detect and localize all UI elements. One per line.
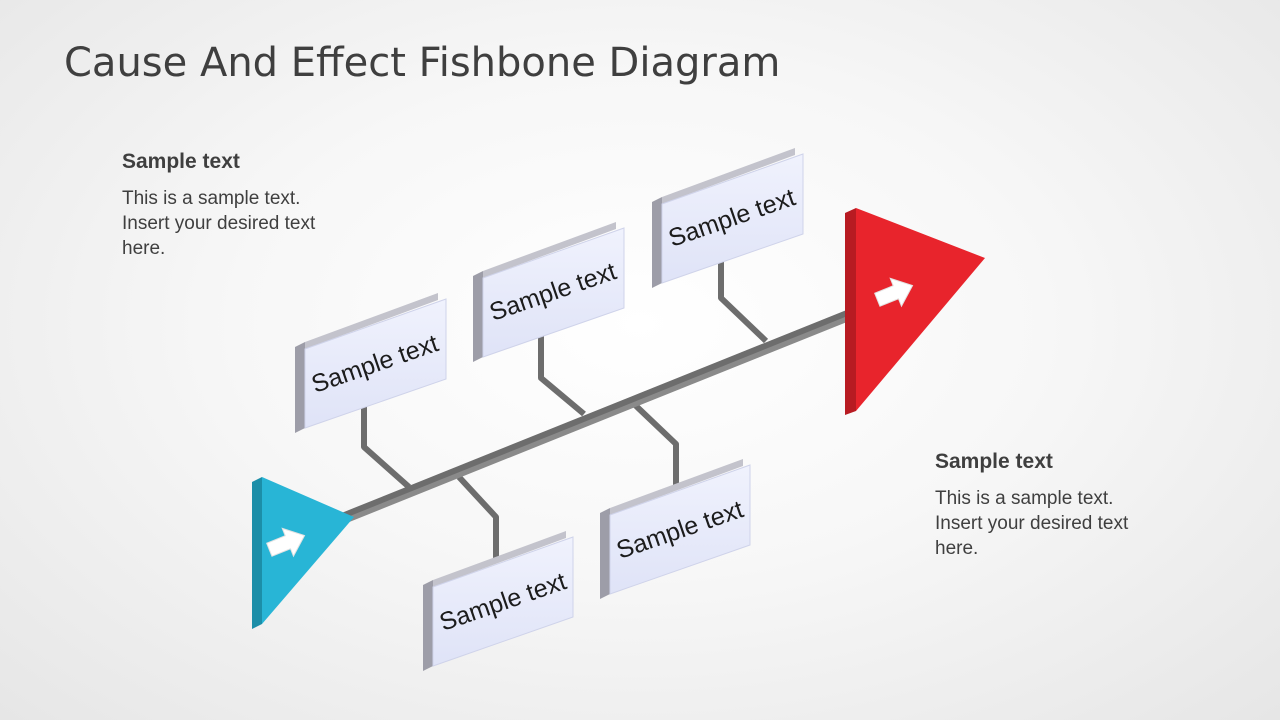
note-left-line-2: Insert your desired text [122,213,316,234]
bone-top-1 [361,403,411,490]
note-right-line-1: This is a sample text. [935,488,1114,509]
fish-head-side [845,208,856,415]
cause-box-bottom-2[interactable]: Sample text [600,459,751,599]
bone-bottom-1 [456,474,499,560]
note-right-line-2: Insert your desired text [935,513,1129,534]
note-left-line-1: This is a sample text. [122,188,301,209]
note-right-line-3: here. [935,538,979,559]
arrow-right-icon [266,527,306,558]
bone-top-3 [718,260,769,344]
fish-head [845,208,985,415]
note-left-line-3: here. [122,238,166,259]
bone-bottom-2 [631,401,679,487]
fish-tail [252,477,354,629]
fish-tail-face [262,477,354,624]
bones [361,260,769,560]
note-left: Sample text This is a sample text. Inser… [122,150,362,261]
note-left-body: This is a sample text. Insert your desir… [122,186,362,261]
cause-box-bottom-1[interactable]: Sample text [423,531,574,671]
note-right-body: This is a sample text. Insert your desir… [935,486,1175,561]
page-title: Cause And Effect Fishbone Diagram [64,40,781,86]
fish-head-face [856,208,985,411]
fish-tail-side [252,477,262,629]
cause-box-top-3[interactable]: Sample text [652,148,804,288]
note-right-heading: Sample text [935,450,1053,473]
cause-box-top-2[interactable]: Sample text [473,222,625,362]
note-right: Sample text This is a sample text. Inser… [935,450,1175,561]
bone-top-2 [538,334,586,417]
arrow-right-icon [874,277,914,308]
spine [336,304,868,525]
cause-box-top-1[interactable]: Sample text [295,293,447,433]
note-left-heading: Sample text [122,150,240,173]
